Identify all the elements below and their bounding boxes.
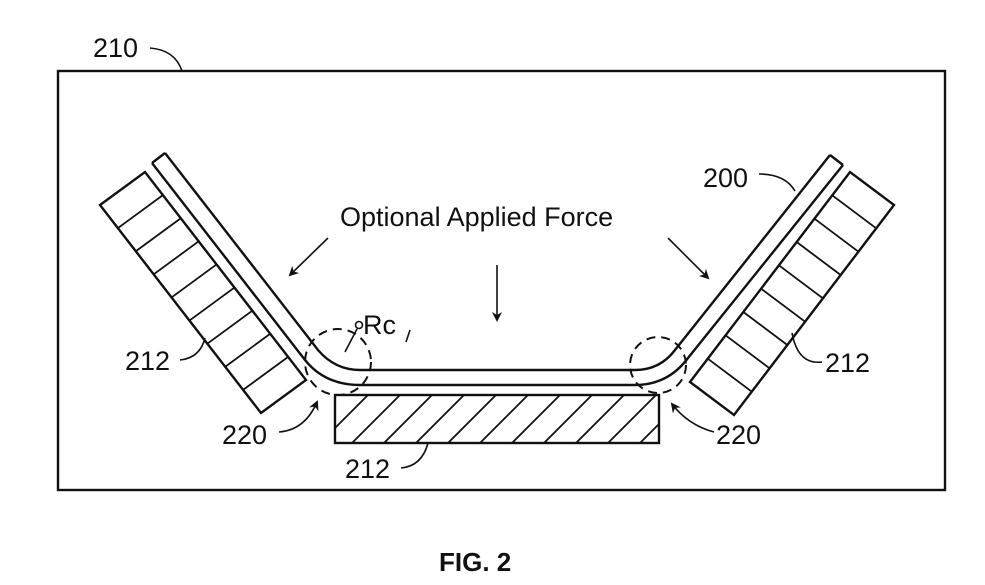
hatch-line xyxy=(447,395,497,443)
hatch-line xyxy=(188,286,235,322)
figure-caption: FIG. 2 xyxy=(439,547,511,577)
radius-tick xyxy=(405,329,411,343)
bend-region-left xyxy=(304,328,372,396)
hatch-line xyxy=(335,395,369,430)
hatch-line xyxy=(639,422,659,443)
ref-label-200: 200 xyxy=(703,163,748,193)
hatch-line xyxy=(778,264,824,300)
hatch-line xyxy=(831,194,877,230)
force-arrow-right xyxy=(667,237,710,280)
hatch-line xyxy=(224,333,271,368)
enclosure-frame xyxy=(56,69,947,492)
hatch-line xyxy=(796,241,842,276)
leader-212-bottom xyxy=(400,442,429,469)
hatch-line xyxy=(479,395,529,443)
bend-region-right xyxy=(629,336,687,394)
leader-200 xyxy=(758,173,796,192)
leader-212-right xyxy=(791,332,823,364)
radius-label: Rc xyxy=(363,310,396,340)
ref-label-210: 210 xyxy=(93,33,138,63)
ref-label-212-right: 212 xyxy=(825,348,870,378)
leader-212-left xyxy=(179,337,206,361)
die-left xyxy=(98,170,308,415)
hatch-line xyxy=(415,395,465,443)
hatch-line xyxy=(607,395,657,443)
hatch-line xyxy=(725,334,771,370)
hatch-line xyxy=(813,217,859,253)
sheet-200 xyxy=(151,152,844,387)
hatch-line xyxy=(760,287,806,323)
hatch-line xyxy=(742,311,788,346)
hatch-line xyxy=(135,217,182,252)
die-right xyxy=(688,170,896,417)
ref-label-212-bottom: 212 xyxy=(345,454,390,484)
leader-210 xyxy=(149,47,183,72)
ref-label-212-left: 212 xyxy=(125,346,170,376)
die-bottom xyxy=(333,393,720,445)
hatch-line xyxy=(117,194,164,229)
hatch-line xyxy=(242,356,289,391)
applied-force-label: Optional Applied Force xyxy=(340,202,613,232)
hatch-line xyxy=(206,309,253,345)
radius-indicator xyxy=(344,320,364,353)
leader-220-left xyxy=(278,400,319,433)
hatch-line xyxy=(383,395,433,443)
hatch-line xyxy=(511,395,561,443)
hatch-line xyxy=(543,395,593,443)
hatch-line xyxy=(153,240,200,276)
hatch-line xyxy=(707,357,753,393)
ref-label-220-right: 220 xyxy=(716,420,761,450)
hatch-line xyxy=(171,263,218,299)
leader-220-right xyxy=(670,402,715,433)
hatch-line xyxy=(575,395,625,443)
force-arrow-left xyxy=(288,237,329,277)
ref-label-220-left: 220 xyxy=(222,420,267,450)
hatch-line xyxy=(351,395,401,443)
hatch-line xyxy=(672,395,720,443)
